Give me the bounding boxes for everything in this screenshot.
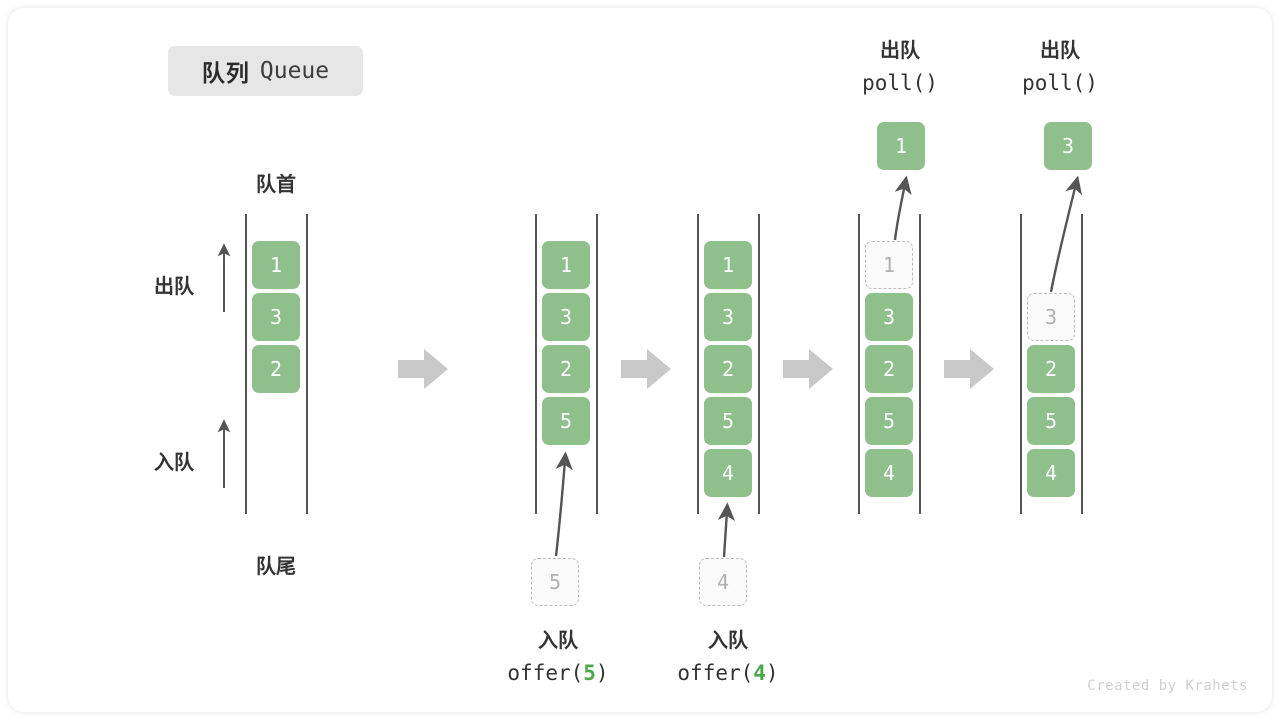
incoming-ghost-cell: 4 [699, 558, 747, 606]
dequeue-motion-arrow-icon [1049, 175, 1083, 293]
step-arrow-icon [398, 349, 448, 389]
enqueue-motion-arrow-icon [717, 502, 736, 558]
outgoing-ghost-cell: 3 [1027, 293, 1075, 341]
queue-cell: 4 [704, 449, 752, 497]
operation-label-line2: offer(5) [478, 657, 638, 690]
step-arrow-icon [783, 349, 833, 389]
dequeue-direction-label: 出队 [154, 276, 194, 298]
queue-rail-right [919, 214, 921, 514]
queue-cell: 3 [542, 293, 590, 341]
queue-cell: 2 [1027, 345, 1075, 393]
operation-label-offer-5: 入队 offer(5) [478, 626, 638, 690]
popped-cell: 1 [877, 122, 925, 170]
queue-cell: 1 [542, 241, 590, 289]
operation-label-poll-3: 出队 poll() [990, 36, 1130, 100]
queue-cell: 2 [865, 345, 913, 393]
enqueue-motion-arrow-icon [554, 451, 573, 557]
queue-rail-right [1081, 214, 1083, 514]
queue-cell: 1 [704, 241, 752, 289]
queue-cell: 3 [252, 293, 300, 341]
operation-label-line1: 出队 [1040, 40, 1080, 62]
operation-code-argument: 5 [583, 661, 596, 685]
dequeue-motion-arrow-icon [893, 175, 912, 241]
queue-cell: 5 [704, 397, 752, 445]
queue-rail-right [306, 214, 308, 514]
title-english: Queue [259, 58, 330, 84]
queue-front-label: 队首 [256, 174, 296, 196]
queue-rail-right [596, 214, 598, 514]
operation-label-line1: 出队 [880, 40, 920, 62]
step-arrow-icon [944, 349, 994, 389]
queue-cell: 1 [252, 241, 300, 289]
operation-label-poll-1: 出队 poll() [830, 36, 970, 100]
popped-cell: 3 [1044, 122, 1092, 170]
queue-cell: 5 [542, 397, 590, 445]
queue-cell: 3 [865, 293, 913, 341]
operation-code-prefix: offer( [507, 661, 584, 685]
operation-label-line1: 入队 [708, 630, 748, 652]
queue-cell: 2 [252, 345, 300, 393]
operation-label-line1: 入队 [538, 630, 578, 652]
diagram-card: 队列 Queue 队首 队尾 出队 入队 1 3 2 1 3 2 5 [8, 8, 1272, 712]
operation-code-suffix: ) [765, 661, 779, 685]
operation-code-suffix: ) [1085, 71, 1098, 95]
operation-label-line2: offer(4) [648, 657, 808, 690]
incoming-ghost-cell: 5 [531, 558, 579, 606]
queue-cell: 4 [1027, 449, 1075, 497]
operation-code-prefix: offer( [677, 661, 754, 685]
operation-label-line2: poll() [990, 67, 1130, 100]
watermark-credit: Created by Krahets [1087, 678, 1248, 694]
operation-code-argument: 4 [753, 661, 766, 685]
queue-cell: 2 [542, 345, 590, 393]
queue-rail-left [245, 214, 247, 514]
title-badge: 队列 Queue [168, 46, 363, 96]
operation-code-suffix: ) [595, 661, 609, 685]
enqueue-direction-label: 入队 [154, 452, 194, 474]
queue-rail-left [1020, 214, 1022, 514]
queue-cell: 5 [1027, 397, 1075, 445]
queue-rail-left [697, 214, 699, 514]
dequeue-direction-arrow-icon [217, 243, 231, 312]
operation-code-prefix: poll( [862, 71, 926, 95]
enqueue-direction-arrow-icon [217, 419, 231, 488]
operation-label-line2: poll() [830, 67, 970, 100]
title-chinese: 队列 [201, 60, 250, 86]
queue-rail-right [758, 214, 760, 514]
outgoing-ghost-cell: 1 [865, 241, 913, 289]
queue-cell: 5 [865, 397, 913, 445]
queue-rail-left [858, 214, 860, 514]
operation-code-suffix: ) [925, 71, 938, 95]
queue-rear-label: 队尾 [256, 556, 296, 578]
queue-cell: 4 [865, 449, 913, 497]
operation-label-offer-4: 入队 offer(4) [648, 626, 808, 690]
queue-cell: 3 [704, 293, 752, 341]
operation-code-prefix: poll( [1022, 71, 1086, 95]
queue-cell: 2 [704, 345, 752, 393]
step-arrow-icon [621, 349, 671, 389]
queue-rail-left [535, 214, 537, 514]
